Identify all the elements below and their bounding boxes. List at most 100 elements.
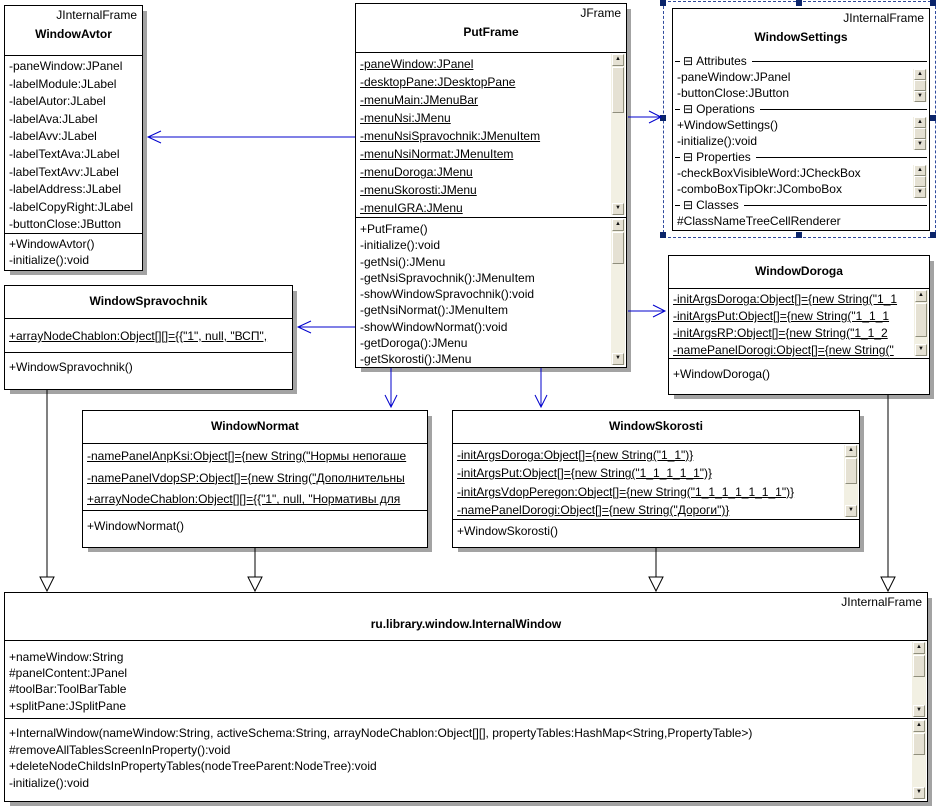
attribute-row[interactable]: -menuIGRA:JMenu [360,201,463,215]
scrollbar[interactable]: ▲ ▼ [913,69,927,102]
method-row[interactable]: +WindowSkorosti() [457,524,559,538]
scroll-up-icon[interactable]: ▲ [914,69,926,80]
method-row[interactable]: -getNsiNormat():JMenuItem [360,303,509,318]
selection-handle[interactable] [660,232,666,238]
scrollbar-thumb[interactable] [914,176,926,187]
method-row[interactable]: -showWindowSpravochnik():void [360,287,535,302]
class-title[interactable]: WindowDoroga [755,264,843,278]
scrollbar[interactable]: ▲ ▼ [611,219,625,365]
attribute-row[interactable]: +arrayNodeChablon:Object[][]={{"1", null… [87,492,401,507]
attribute-row[interactable]: #toolBar:ToolBarTable [9,682,127,697]
method-row[interactable]: +WindowAvtor() [9,237,95,251]
selection-handle[interactable] [660,0,666,6]
scrollbar-thumb[interactable] [913,733,925,755]
attribute-row[interactable]: +nameWindow:String [9,650,124,664]
attribute-row[interactable]: -namePanelVdopSP:Object[]={new String("Д… [87,470,405,485]
dependency-putframe-windowdoroga[interactable] [628,304,667,318]
method-row[interactable]: -getNsi():JMenu [360,254,446,269]
scroll-up-icon[interactable]: ▲ [612,219,624,231]
scroll-down-icon[interactable]: ▼ [612,353,624,365]
attribute-row[interactable]: -labelAva:JLabel [9,111,98,126]
attribute-row[interactable]: -initArgsPut:Object[]={new String("1_1_1… [457,466,712,481]
scrollbar[interactable]: ▲ ▼ [611,54,625,215]
attribute-row[interactable]: -buttonClose:JButton [677,86,790,100]
attribute-row[interactable]: -labelModule:JLabel [9,76,117,91]
dependency-putframe-windowspravochnik[interactable] [296,320,355,334]
attribute-row[interactable]: -namePanelAnpKsi:Object[]={new String("Н… [87,449,407,463]
attribute-row[interactable]: -menuNsiSpravochnik:JMenuItem [360,129,541,143]
method-row[interactable]: -initialize():void [360,238,441,253]
scrollbar[interactable]: ▲ ▼ [913,165,927,198]
scroll-down-icon[interactable]: ▼ [845,505,857,517]
attribute-row[interactable]: -paneWindow:JPanel [360,57,474,71]
attribute-row[interactable]: -labelAvv:JLabel [9,129,97,144]
scroll-down-icon[interactable]: ▼ [914,139,926,150]
scroll-up-icon[interactable]: ▲ [913,720,925,732]
selection-handle[interactable] [660,115,666,121]
attribute-row[interactable]: -buttonClose:JButton [9,217,122,232]
selection-handle[interactable] [930,115,936,121]
scrollbar-thumb[interactable] [612,67,624,113]
class-title[interactable]: WindowAvtor [35,27,112,41]
selection-handle[interactable] [930,0,936,6]
class-title[interactable]: PutFrame [463,25,519,39]
generalization-normat-internalwindow[interactable] [247,548,263,593]
collapse-icon[interactable]: ⊟ [683,150,694,164]
attribute-row[interactable]: -initArgsDoroga:Object[]={new String("1_… [673,292,898,306]
class-title[interactable]: WindowSkorosti [609,419,703,433]
scroll-up-icon[interactable]: ▲ [612,54,624,66]
attribute-row[interactable]: -initArgsRP:Object[]={new String("1_1_2 [673,326,888,340]
scroll-down-icon[interactable]: ▼ [914,187,926,198]
method-row[interactable]: #removeAllTablesScreenInProperty():void [9,742,231,757]
attribute-row[interactable]: -initArgsPut:Object[]={new String("1_1_1 [673,309,890,323]
class-title[interactable]: WindowSettings [754,30,848,44]
scroll-up-icon[interactable]: ▲ [914,117,926,128]
scrollbar[interactable]: ▲ ▼ [914,290,928,356]
dependency-putframe-windowavtor[interactable] [146,130,355,144]
selection-handle[interactable] [796,0,802,6]
attribute-row[interactable]: -initArgsDoroga:Object[]={new String("1_… [457,448,694,462]
attribute-row[interactable]: -paneWindow:JPanel [9,59,123,73]
attribute-row[interactable]: +splitPane:JSplitPane [9,698,127,713]
scrollbar-thumb[interactable] [913,655,925,677]
scroll-up-icon[interactable]: ▲ [914,165,926,176]
scrollbar[interactable]: ▲ ▼ [844,445,858,517]
class-box-put-frame[interactable]: JFrame PutFrame -paneWindow:JPanel -desk… [355,3,627,368]
scrollbar-thumb[interactable] [915,303,927,337]
attribute-row[interactable]: -namePanelDorogi:Object[]={new String(" [673,343,894,357]
scroll-down-icon[interactable]: ▼ [612,203,624,215]
generalization-skorosti-internalwindow[interactable] [648,548,664,593]
attribute-row[interactable]: -comboBoxTipOkr:JComboBox [677,182,842,196]
attribute-row[interactable]: +arrayNodeChablon:Object[][]={{"1", null… [9,329,268,343]
selection-handle[interactable] [930,232,936,238]
method-row[interactable]: +InternalWindow(nameWindow:String, activ… [9,726,753,740]
attribute-row[interactable]: -menuNsi:JMenu [360,111,451,125]
scroll-up-icon[interactable]: ▲ [913,642,925,654]
generalization-spravochnik-internalwindow[interactable] [39,390,55,593]
dependency-putframe-windowskorosti[interactable] [534,368,548,409]
dependency-putframe-windowsettings[interactable] [628,110,663,124]
class-title[interactable]: WindowSpravochnik [89,294,208,308]
attribute-row[interactable]: -menuDoroga:JMenu [360,165,473,179]
collapse-icon[interactable]: ⊟ [683,198,694,212]
class-box-window-spravochnik[interactable]: WindowSpravochnik +arrayNodeChablon:Obje… [4,285,293,390]
scrollbar-thumb[interactable] [914,80,926,91]
attribute-row[interactable]: -menuMain:JMenuBar [360,93,479,107]
scroll-down-icon[interactable]: ▼ [914,91,926,102]
method-row[interactable]: -initialize():void [9,775,90,790]
attribute-row[interactable]: #panelContent:JPanel [9,666,128,681]
scrollbar-thumb[interactable] [914,128,926,139]
collapse-icon[interactable]: ⊟ [683,54,694,68]
scrollbar[interactable]: ▲ ▼ [912,642,926,717]
selection-handle[interactable] [796,232,802,238]
class-box-internal-window[interactable]: JInternalFrame ru.library.window.Interna… [4,592,928,802]
method-row[interactable]: -initialize():void [9,253,90,267]
scrollbar[interactable]: ▲ ▼ [913,117,927,150]
scroll-up-icon[interactable]: ▲ [915,290,927,302]
class-box-window-settings[interactable]: JInternalFrame WindowSettings ⊟ Attribut… [672,8,930,231]
method-row[interactable]: +deleteNodeChildsInPropertyTables(nodeTr… [9,759,377,773]
scroll-down-icon[interactable]: ▼ [913,705,925,717]
scroll-down-icon[interactable]: ▼ [915,344,927,356]
generalization-doroga-internalwindow[interactable] [880,395,896,593]
scrollbar[interactable]: ▲ ▼ [912,720,926,799]
